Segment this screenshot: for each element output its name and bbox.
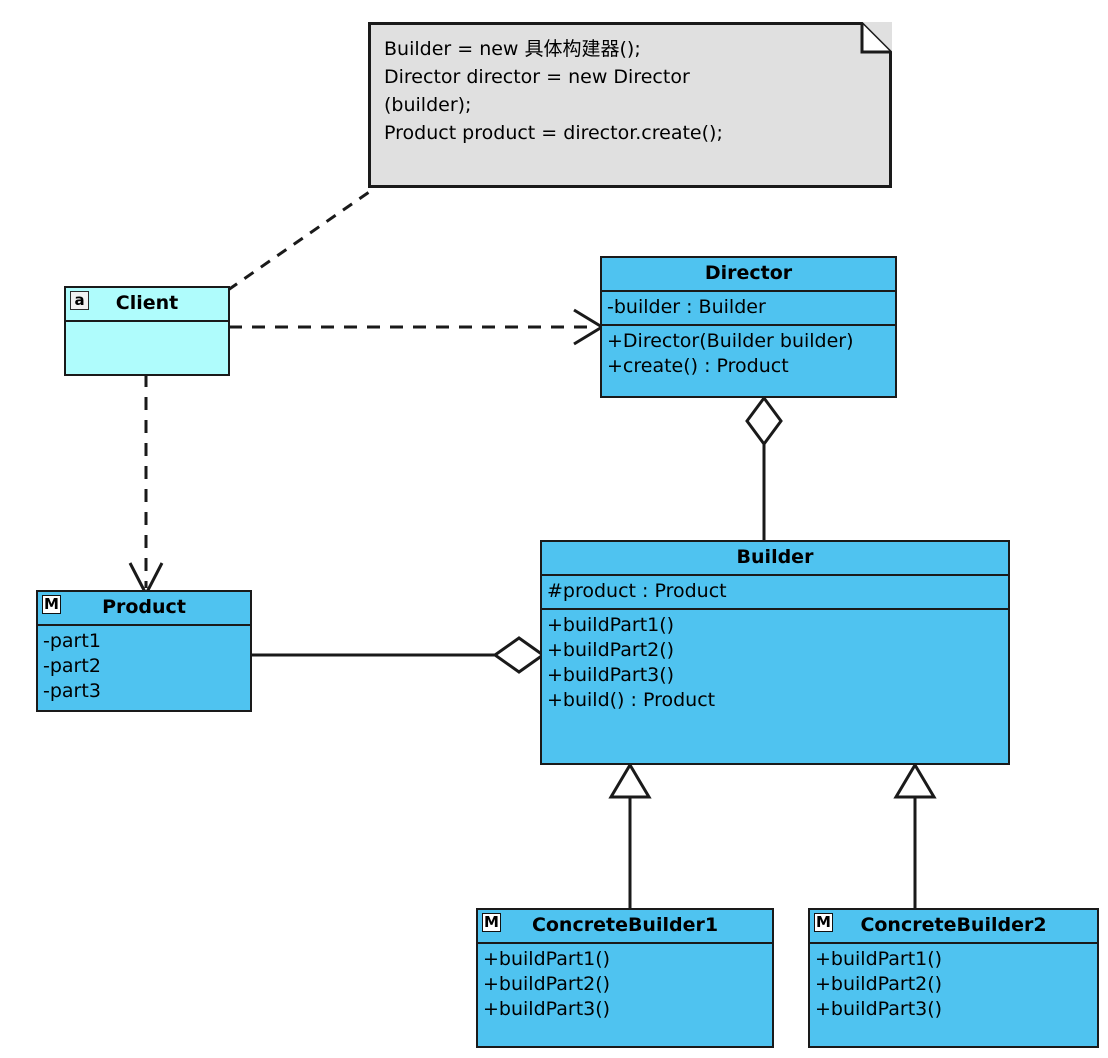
note-shape [368, 22, 892, 188]
operation-line: +buildPart2() [483, 973, 611, 996]
class-compartment-cb2-operations: +buildPart1() +buildPart2() +buildPart3(… [810, 944, 1097, 1046]
operation-line: +buildPart1() [483, 948, 611, 970]
class-box-client[interactable]: a Client [64, 286, 230, 376]
attribute-line: #product : Product [547, 580, 727, 602]
operation-line: +buildPart3() [815, 998, 943, 1021]
class-box-concrete-builder-1[interactable]: M ConcreteBuilder1 +buildPart1() +buildP… [476, 908, 774, 1048]
operation-line: +create() : Product [607, 355, 789, 378]
class-header-director: Director [602, 258, 895, 292]
class-box-director[interactable]: Director -builder : Builder +Director(Bu… [600, 256, 897, 398]
attribute-line: -part1 [43, 630, 101, 652]
class-name-concrete-builder-1: ConcreteBuilder1 [531, 914, 719, 936]
model-stereotype-icon: M [42, 595, 61, 614]
abstract-stereotype-icon: a [70, 291, 89, 310]
arrowhead-open-director [573, 308, 605, 346]
class-header-product: M Product [38, 592, 250, 626]
class-compartment-builder-attributes: #product : Product [542, 576, 1008, 611]
class-name-client: Client [115, 292, 179, 314]
class-header-client: a Client [66, 288, 228, 322]
class-box-concrete-builder-2[interactable]: M ConcreteBuilder2 +buildPart1() +buildP… [808, 908, 1099, 1048]
attribute-line: -part2 [43, 655, 101, 678]
class-compartment-director-attributes: -builder : Builder [602, 292, 895, 327]
edge-note-anchor [227, 188, 373, 292]
operation-line: +buildPart2() [815, 973, 943, 996]
class-box-product[interactable]: M Product -part1 -part2 -part3 [36, 590, 252, 712]
class-compartment-client-members [66, 322, 228, 374]
operation-line: +buildPart3() [483, 998, 611, 1021]
class-header-concrete-builder-1: M ConcreteBuilder1 [478, 910, 772, 944]
class-name-builder: Builder [736, 546, 814, 568]
class-compartment-director-operations: +Director(Builder builder) +create() : P… [602, 326, 895, 396]
operation-line: +Director(Builder builder) [607, 330, 854, 353]
class-compartment-builder-operations: +buildPart1() +buildPart2() +buildPart3(… [542, 610, 1008, 763]
operation-line: +buildPart2() [547, 639, 675, 662]
note-text: Builder = new 具体构建器(); Director director… [384, 38, 723, 145]
operation-line: +build() : Product [547, 689, 716, 712]
class-header-builder: Builder [542, 542, 1008, 576]
class-name-director: Director [704, 262, 793, 284]
class-compartment-product-attributes: -part1 -part2 -part3 [38, 626, 250, 710]
aggregation-diamond-builder [492, 636, 546, 674]
operation-line: +buildPart1() [547, 614, 675, 637]
generalization-triangle-cb2 [893, 762, 937, 799]
class-box-builder[interactable]: Builder #product : Product +buildPart1()… [540, 540, 1010, 765]
generalization-triangle-cb1 [608, 762, 652, 799]
model-stereotype-icon: M [814, 913, 833, 932]
operation-line: +buildPart3() [547, 664, 675, 687]
class-name-concrete-builder-2: ConcreteBuilder2 [860, 914, 1047, 936]
model-stereotype-icon: M [482, 913, 501, 932]
aggregation-diamond-director [745, 395, 783, 447]
class-name-product: Product [102, 596, 186, 618]
class-header-concrete-builder-2: M ConcreteBuilder2 [810, 910, 1097, 944]
attribute-line: -builder : Builder [607, 296, 766, 318]
attribute-line: -part3 [43, 680, 101, 703]
operation-line: +buildPart1() [815, 948, 943, 970]
class-compartment-cb1-operations: +buildPart1() +buildPart2() +buildPart3(… [478, 944, 772, 1046]
client-code-note: Builder = new 具体构建器(); Director director… [368, 22, 892, 188]
